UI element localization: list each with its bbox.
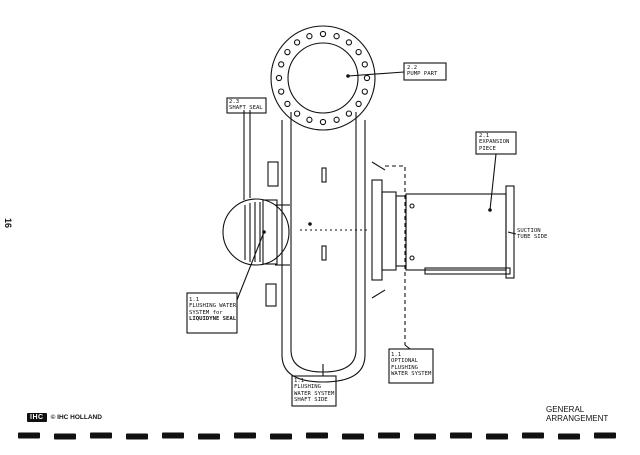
band-dash	[306, 432, 328, 439]
label-number: 2.1	[479, 133, 490, 139]
label-optional-water-system: 1.1 OPTIONAL FLUSHING WATER SYSTEM	[391, 352, 431, 378]
band-dash	[378, 432, 400, 439]
band-dash	[486, 433, 508, 440]
bolt-hole	[319, 118, 327, 126]
band-dash	[162, 432, 184, 439]
label-text: SHAFT SIDE	[294, 397, 328, 404]
label-text: OPTIONAL	[391, 358, 418, 365]
band-dash	[54, 433, 76, 440]
band-dash	[234, 432, 256, 439]
label-text: SUCTION	[517, 228, 541, 234]
label-text: LIQUIDYNE SEAL	[189, 316, 237, 323]
title-line: GENERAL	[546, 405, 585, 414]
bolt-hole	[293, 39, 301, 46]
band-dash	[90, 432, 112, 439]
pump-flange-outer	[270, 25, 376, 131]
band-dash	[414, 433, 436, 440]
band-dash	[270, 433, 292, 440]
label-text: WATER SYSTEM	[391, 371, 432, 378]
band-dash	[594, 432, 616, 439]
band-dash	[18, 432, 40, 439]
flange-bolt-holes	[275, 30, 371, 126]
band-dash	[198, 433, 220, 440]
bolt-hole	[306, 33, 313, 40]
label-number: 1.1	[391, 352, 402, 358]
label-text: SHAFT SEAL	[229, 105, 263, 112]
pump-casing	[290, 112, 357, 373]
bolt-hole	[345, 110, 353, 117]
label-text: PIECE	[479, 145, 496, 152]
bolt-hole	[319, 30, 327, 38]
label-number: 1.1	[294, 378, 305, 384]
page-number: 16	[3, 217, 14, 229]
label-text: FLUSHING	[294, 384, 321, 391]
label-text: WATER SYSTEM	[294, 390, 335, 397]
bolt-hole	[361, 88, 368, 95]
copyright-text: © IHC HOLLAND	[50, 414, 102, 421]
label-shaft-seal: 2.3 SHAFT SEAL	[229, 99, 263, 112]
bolt-hole	[306, 116, 313, 123]
drawing-title: GENERAL ARRANGEMENT	[546, 405, 608, 423]
label-text: EXPANSION	[479, 139, 510, 146]
label-number: 2.2	[407, 65, 418, 71]
label-text: SYSTEM for	[189, 309, 223, 316]
bolt-hole	[345, 39, 353, 46]
label-text: FLUSHING	[391, 364, 418, 371]
bolt-hole	[363, 74, 371, 82]
bolt-hole	[333, 116, 340, 123]
band-dash	[126, 433, 148, 440]
label-flushing-liquidyne: 1.1 FLUSHING WATER SYSTEM for LIQUIDYNE …	[189, 297, 236, 323]
bolt-hole	[284, 48, 291, 56]
label-text: FLUSHING WATER	[189, 303, 237, 310]
band-dash	[558, 433, 580, 440]
ihc-logo-icon: IHC	[27, 413, 47, 422]
band-dash	[522, 432, 544, 439]
bolt-hole	[278, 88, 285, 95]
label-text: TUBE SIDE	[517, 234, 548, 241]
footer-dashed-band	[18, 432, 616, 440]
label-expansion-piece: 2.1 EXPANSION PIECE	[479, 133, 509, 152]
label-number: 2.3	[229, 99, 240, 105]
bolt-hole	[355, 48, 362, 56]
bolt-hole	[275, 74, 283, 82]
label-pump-part: 2.2 PUMP PART	[407, 65, 437, 78]
label-suction-tube-side: SUCTION TUBE SIDE	[517, 228, 547, 241]
bolt-hole	[355, 100, 362, 108]
bolt-hole	[361, 61, 368, 68]
band-dash	[342, 433, 364, 440]
label-number: 1.1	[189, 297, 200, 303]
bolt-hole	[333, 33, 340, 40]
label-flushing-shaft-side: 1.1 FLUSHING WATER SYSTEM SHAFT SIDE	[294, 378, 334, 404]
footer-brand: IHC © IHC HOLLAND	[27, 413, 102, 422]
label-text: PUMP PART	[407, 71, 438, 78]
band-dash	[450, 432, 472, 439]
bolt-hole	[284, 100, 291, 108]
pump-flange-inner	[287, 42, 359, 114]
shaft-seal-detail-circle	[222, 198, 290, 266]
bolt-hole	[293, 110, 301, 117]
title-line: ARRANGEMENT	[546, 414, 609, 423]
bolt-hole	[278, 61, 285, 68]
